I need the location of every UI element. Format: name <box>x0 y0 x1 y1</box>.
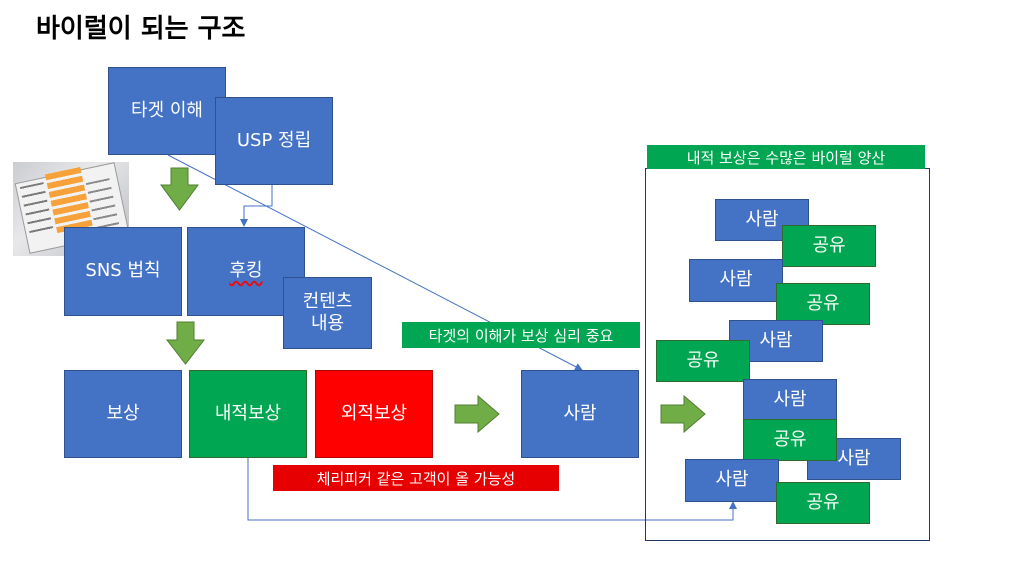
target-reward-label: 타겟의 이해가 보상 심리 중요 <box>402 322 640 348</box>
cluster-share-2: 공유 <box>776 283 870 325</box>
cluster-share-1: 공유 <box>782 225 876 267</box>
reward-box: 보상 <box>64 370 182 458</box>
cluster-person-4: 사람 <box>743 379 837 421</box>
connector-internal-to-cluster <box>247 458 737 521</box>
target-understanding-box: 타겟 이해 <box>108 67 226 155</box>
connector-usp-to-hooking <box>240 185 273 227</box>
hooking-label: 후킹 <box>229 260 263 282</box>
content-box: 컨텐츠 내용 <box>283 277 372 349</box>
cherry-picker-label: 체리피커 같은 고객이 올 가능성 <box>273 465 559 491</box>
right-arrow-2 <box>660 394 706 434</box>
cluster-person-2: 사람 <box>689 259 783 302</box>
cluster-share-4: 공유 <box>743 419 837 461</box>
content-label-line2: 내용 <box>310 313 345 334</box>
cluster-share-5: 공유 <box>776 482 870 524</box>
right-arrow-1 <box>454 394 500 434</box>
page-title: 바이럴이 되는 구조 <box>36 14 246 44</box>
viral-header-label: 내적 보상은 수많은 바이럴 양산 <box>647 145 925 169</box>
down-arrow-2 <box>165 321 206 365</box>
cluster-share-3: 공유 <box>656 340 750 382</box>
down-arrow-1 <box>160 167 199 211</box>
internal-reward-box: 내적보상 <box>189 370 307 458</box>
person-box: 사람 <box>521 370 639 458</box>
content-label-line1: 컨텐츠 <box>302 290 353 312</box>
external-reward-box: 외적보상 <box>315 370 433 458</box>
sns-rules-box: SNS 법칙 <box>64 227 182 316</box>
usp-box: USP 정립 <box>215 97 333 185</box>
cluster-person-6: 사람 <box>685 459 779 502</box>
